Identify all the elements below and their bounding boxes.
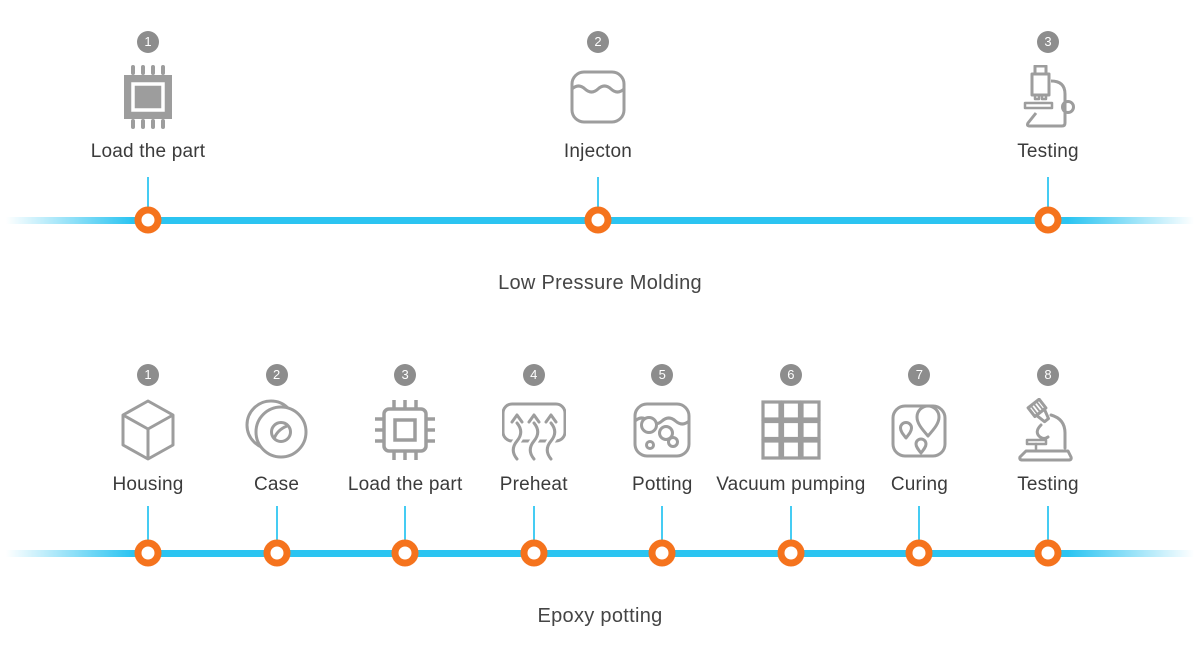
step-connector-line [147,177,149,217]
potting-bubbles-icon [630,398,694,462]
case-roll-icon [245,398,309,462]
timeline-title: Low Pressure Molding [498,272,702,294]
step-number-badge: 2 [265,364,288,386]
step-label: Potting [632,474,693,495]
step-number-badge: 6 [779,364,802,386]
map-pins-icon [887,398,951,462]
timeline-marker [584,206,612,234]
timeline-marker [520,539,548,567]
timeline-marker [1034,539,1062,567]
step-label: Housing [112,474,184,495]
timeline-marker [648,539,676,567]
timeline-marker [391,539,419,567]
step-label: Case [253,474,300,495]
step-connector-line [1047,177,1049,217]
timeline-bar [0,550,1200,557]
step-connector-line [1047,506,1049,550]
step-label: Preheat [499,474,568,495]
microscope-tilted-icon [1016,398,1080,462]
step-connector-line [532,506,535,550]
timeline-marker [134,539,162,567]
step-number-badge: 1 [137,364,159,386]
step-number-badge: 8 [1037,364,1059,386]
timeline-title: Epoxy potting [537,605,663,627]
step-label: Curing [890,474,949,495]
step-label: Testing [1017,141,1079,162]
step-label: Testing [1017,474,1079,495]
grid-squares-icon [759,398,823,462]
heat-arrows-icon [501,398,566,462]
step-connector-line [597,177,599,217]
step-label: Load the part [347,474,463,495]
step-number-badge: 7 [908,364,931,386]
step-number-badge: 3 [1037,31,1059,53]
microscope-icon [1016,65,1080,129]
chip-outline-icon [373,398,437,462]
step-connector-line [918,506,921,550]
step-number-badge: 3 [394,364,417,386]
step-connector-line [661,506,664,550]
timeline-marker [777,539,805,567]
timeline-marker [905,539,933,567]
chip-filled-icon [116,65,180,129]
timeline-marker [263,539,291,567]
timeline-marker [134,206,162,234]
cube-icon [116,398,180,462]
step-label: Load the part [90,141,206,162]
step-number-badge: 4 [522,364,545,386]
timeline-marker [1034,206,1062,234]
step-connector-line [789,506,792,550]
liquid-container-icon [566,65,630,129]
step-connector-line [404,506,407,550]
step-connector-line [275,506,278,550]
step-number-badge: 5 [651,364,674,386]
step-number-badge: 2 [587,31,609,53]
step-number-badge: 1 [137,31,159,53]
step-label: Vacuum pumping [716,474,866,495]
step-connector-line [147,506,149,550]
step-label: Injecton [563,141,633,162]
